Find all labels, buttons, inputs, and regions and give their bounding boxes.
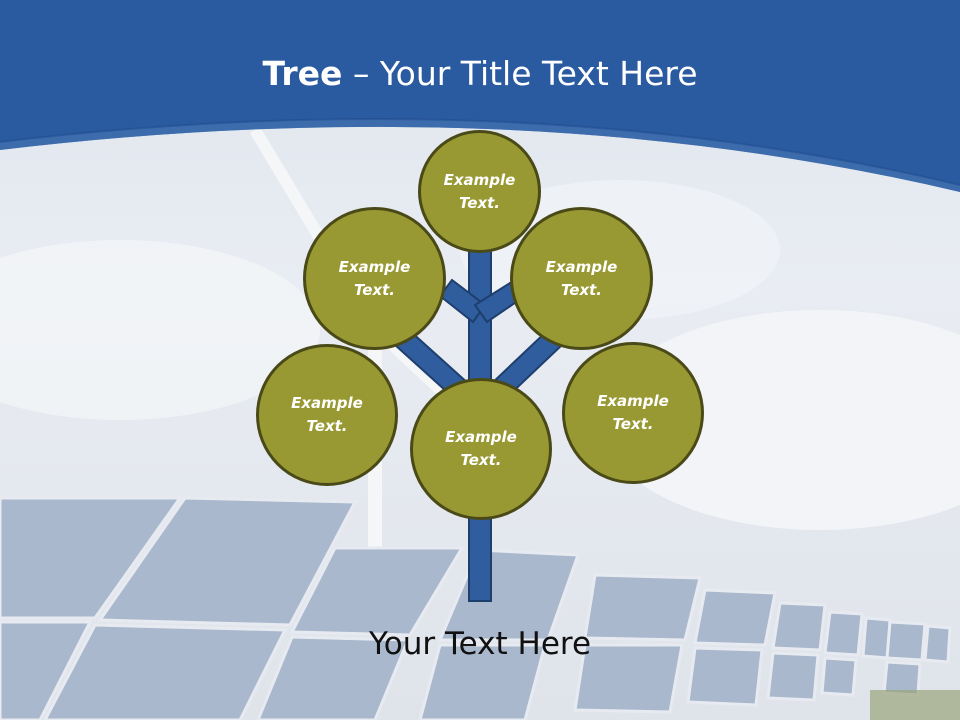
node-upper-left: Example Text.	[303, 207, 446, 350]
node-upper-left-label: Example Text.	[338, 257, 411, 299]
title-bold: Tree	[262, 54, 343, 93]
node-lower-left: Example Text.	[256, 344, 398, 486]
node-upper-right: Example Text.	[510, 207, 653, 350]
node-lower-right: Example Text.	[562, 342, 704, 484]
node-lower-right-label: Example Text.	[597, 392, 669, 433]
node-top: Example Text.	[418, 130, 541, 253]
node-top-label: Example Text.	[443, 170, 516, 212]
node-lower-left-label: Example Text.	[291, 394, 363, 435]
slide-title: Tree – Your Title Text Here	[0, 52, 960, 96]
node-center: Example Text.	[410, 378, 552, 520]
node-upper-right-label: Example Text.	[545, 257, 618, 299]
node-center-label: Example Text.	[445, 428, 517, 469]
title-rest: – Your Title Text Here	[342, 54, 698, 93]
caption: Your Text Here	[368, 626, 592, 662]
solar-panels	[0, 496, 952, 720]
